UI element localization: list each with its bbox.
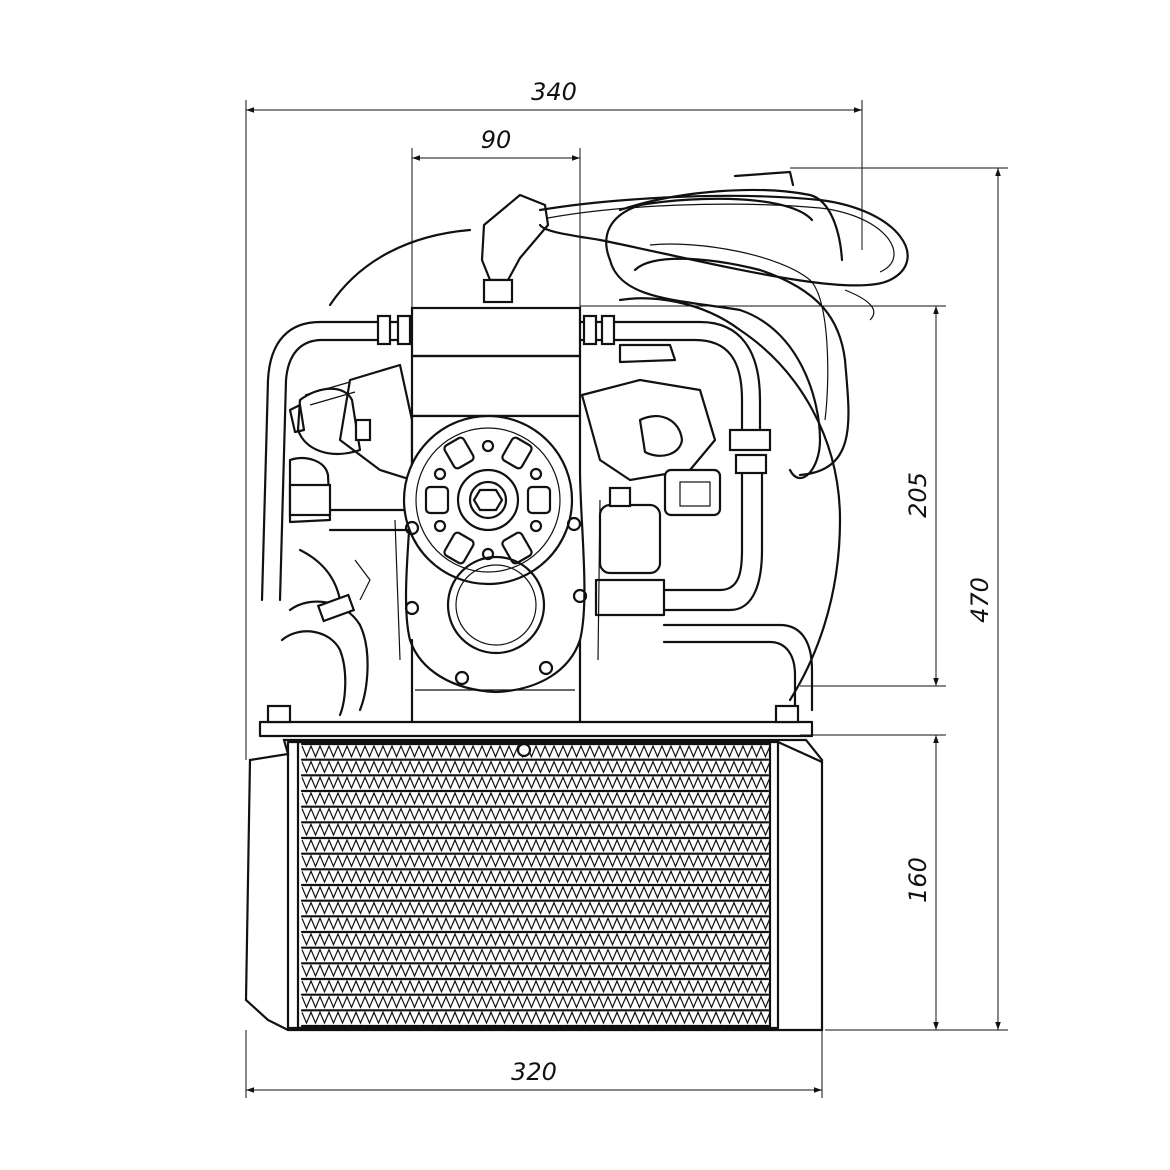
- radiator-fin-row: [301, 916, 771, 931]
- radiator-fin-row: [301, 948, 771, 962]
- radiator-fin-row: [301, 979, 771, 994]
- radiator-fin-row: [301, 963, 771, 978]
- radiator-fin-row: [301, 807, 771, 821]
- radiator: [244, 738, 824, 1032]
- dim-block-width: 90: [481, 126, 512, 154]
- radiator-core: [300, 742, 771, 1028]
- coolant-pipe-right: [578, 320, 762, 432]
- radiator-fin-row: [301, 932, 771, 947]
- dim-overall-width: 340: [531, 78, 577, 106]
- ignition-lead: [538, 194, 909, 287]
- radiator-fin-row: [301, 838, 771, 853]
- dimension-lines: [245, 100, 1008, 1098]
- carburettor-right: [580, 378, 717, 482]
- carburettor-left: [338, 363, 414, 482]
- spark-plug-cap: [480, 193, 550, 282]
- dim-overall-height: 470: [966, 577, 994, 623]
- radiator-fin-row: [301, 775, 771, 790]
- intake-manifold: [288, 600, 369, 712]
- radiator-fin-row: [301, 901, 771, 915]
- radiator-fin-row: [301, 1010, 771, 1025]
- dim-engine-height: 205: [904, 472, 932, 518]
- dim-radiator-width: 320: [511, 1058, 557, 1086]
- radiator-fin-row: [301, 854, 771, 868]
- radiator-fin-row: [301, 995, 771, 1009]
- coolant-pipe-left: [260, 320, 414, 602]
- mounting-frame: [258, 720, 814, 738]
- radiator-fin-row: [301, 822, 771, 837]
- engine-assembly: [258, 170, 909, 738]
- radiator-fin-row: [301, 744, 771, 759]
- dim-radiator-height: 160: [904, 857, 932, 903]
- cylinder-block: [410, 306, 582, 358]
- sensor-box: [663, 468, 722, 517]
- radiator-fin-row: [301, 885, 771, 900]
- radiator-fin-row: [301, 791, 771, 806]
- radiator-fin-row: [301, 869, 771, 884]
- oil-filter: [598, 503, 662, 575]
- radiator-fin-row: [301, 760, 771, 774]
- fan-shroud: [328, 228, 472, 307]
